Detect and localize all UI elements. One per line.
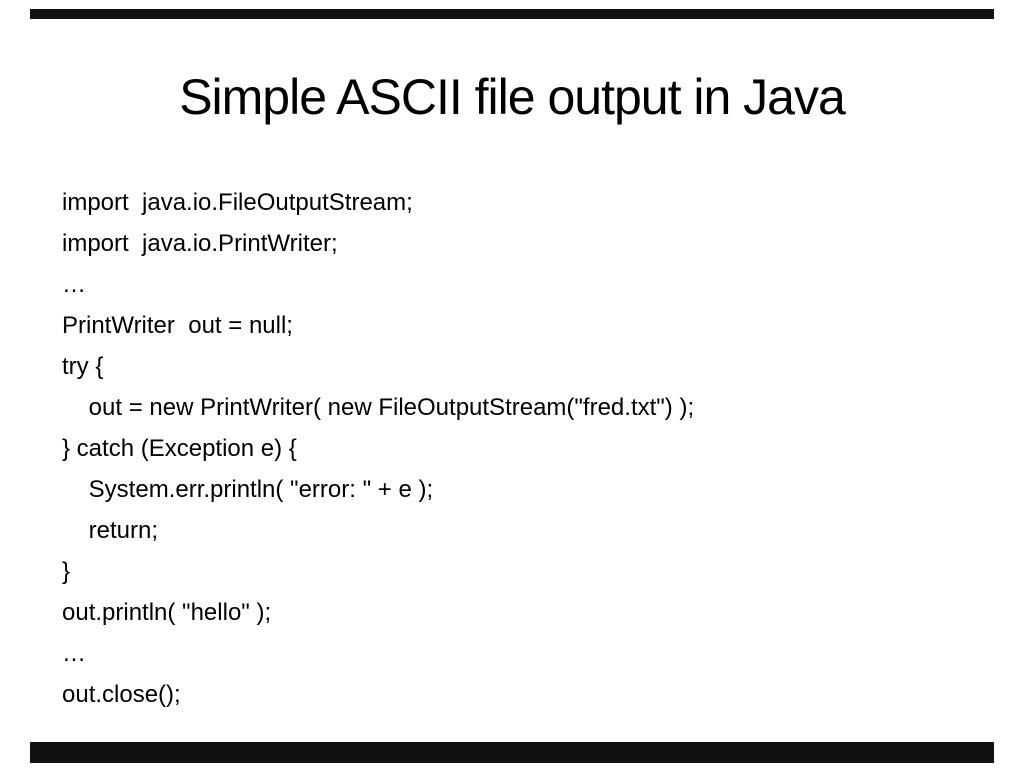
code-line: import java.io.PrintWriter; (62, 230, 338, 257)
code-line: return; (62, 517, 159, 544)
code-line: … (62, 271, 86, 298)
code-line: System.err.println( "error: " + e ); (62, 476, 434, 503)
code-line: PrintWriter out = null; (62, 312, 293, 339)
code-line: out.close(); (62, 681, 181, 708)
slide-title: Simple ASCII file output in Java (179, 69, 846, 125)
slide: Simple ASCII file output in Java import … (0, 19, 1024, 742)
code-line: } (62, 558, 71, 585)
code-line: out = new PrintWriter( new FileOutputStr… (62, 394, 695, 421)
code-line: out.println( "hello" ); (62, 599, 272, 626)
code-line: } catch (Exception e) { (62, 435, 297, 462)
letterbox-top-bar (30, 9, 994, 19)
code-line: … (62, 640, 86, 667)
code-line: try { (62, 353, 104, 380)
code-line: import java.io.FileOutputStream; (62, 189, 413, 216)
code-block: import java.io.FileOutputStream; import … (62, 182, 694, 715)
letterbox-bottom-bar (30, 742, 994, 763)
